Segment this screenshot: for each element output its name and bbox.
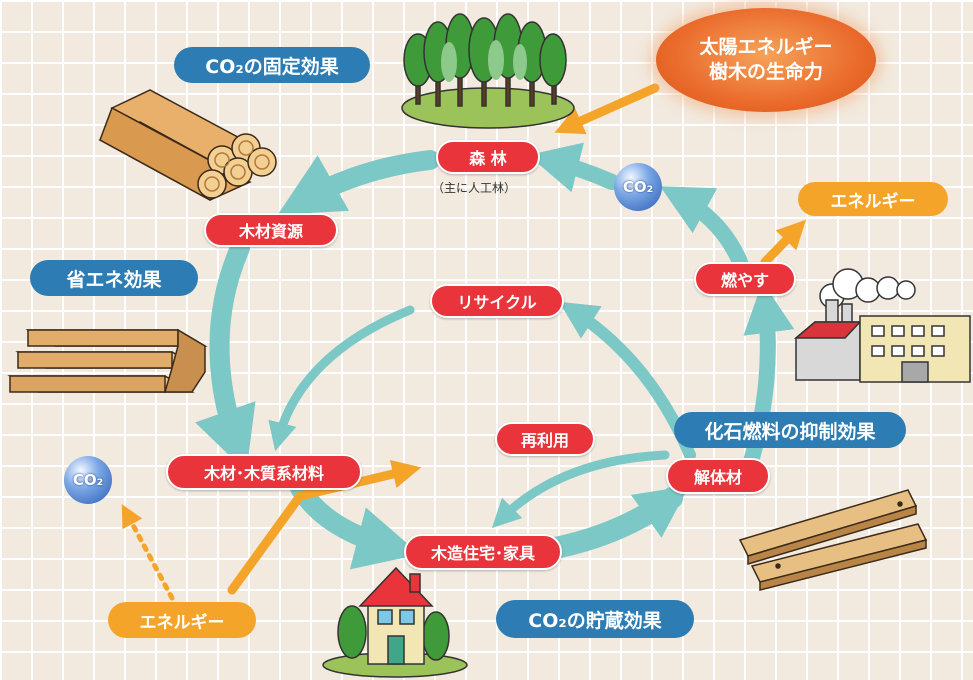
node-house-furniture: 木造住宅･家具 <box>404 534 562 570</box>
co2-bubble-top: CO₂ <box>614 163 662 211</box>
node-forest: 森 林 <box>436 140 540 174</box>
sun-energy-line1: 太陽エネルギー <box>699 36 833 58</box>
arrow-burn-to-energy <box>760 219 807 267</box>
node-wood-material: 木材･木質系材料 <box>166 454 362 490</box>
energy-input-label: エネルギー <box>108 602 256 638</box>
energy-output-label: エネルギー <box>798 182 948 216</box>
arrow-demolition-to-house <box>491 450 670 529</box>
arrow-sun-to-forest <box>554 83 660 135</box>
lumber-stack-illustration <box>7 328 208 393</box>
effect-energy-saving: 省エネ効果 <box>30 260 198 296</box>
log-pile-illustration <box>98 89 277 202</box>
node-forest-caption: （主に人工林） <box>432 181 517 195</box>
arrow-energy-to-material <box>227 459 422 595</box>
arrow-wood-resource-to-material <box>195 238 256 473</box>
house-illustration <box>322 566 468 678</box>
node-recycle: リサイクル <box>430 284 564 318</box>
arrow-co2-to-forest <box>528 142 620 193</box>
arrow-house-to-demolition <box>544 485 690 559</box>
planks-illustration <box>738 489 928 591</box>
node-wood-resource: 木材資源 <box>204 213 338 247</box>
node-burn: 燃やす <box>694 262 796 296</box>
node-demolition: 解体材 <box>666 458 770 494</box>
energy-arrows <box>121 83 807 601</box>
arrow-energy-to-co2 <box>121 504 175 601</box>
effect-fossil-fuel-suppression: 化石燃料の抑制効果 <box>674 412 906 448</box>
arrow-forest-to-wood-resource <box>277 150 440 215</box>
factory-illustration <box>793 268 971 383</box>
arrow-burn-to-co2 <box>660 186 748 270</box>
sun-energy-oval: 太陽エネルギー 樹木の生命力 <box>656 8 876 112</box>
effect-co2-storage: CO₂の貯蔵効果 <box>496 600 694 638</box>
sun-energy-line2: 樹木の生命力 <box>708 61 823 83</box>
forest-illustration <box>401 13 575 129</box>
node-reuse: 再利用 <box>495 422 595 456</box>
arrow-recycle-to-material <box>268 305 415 452</box>
co2-bubble-left: CO₂ <box>64 456 112 504</box>
effect-co2-fixation: CO₂の固定効果 <box>174 47 370 83</box>
